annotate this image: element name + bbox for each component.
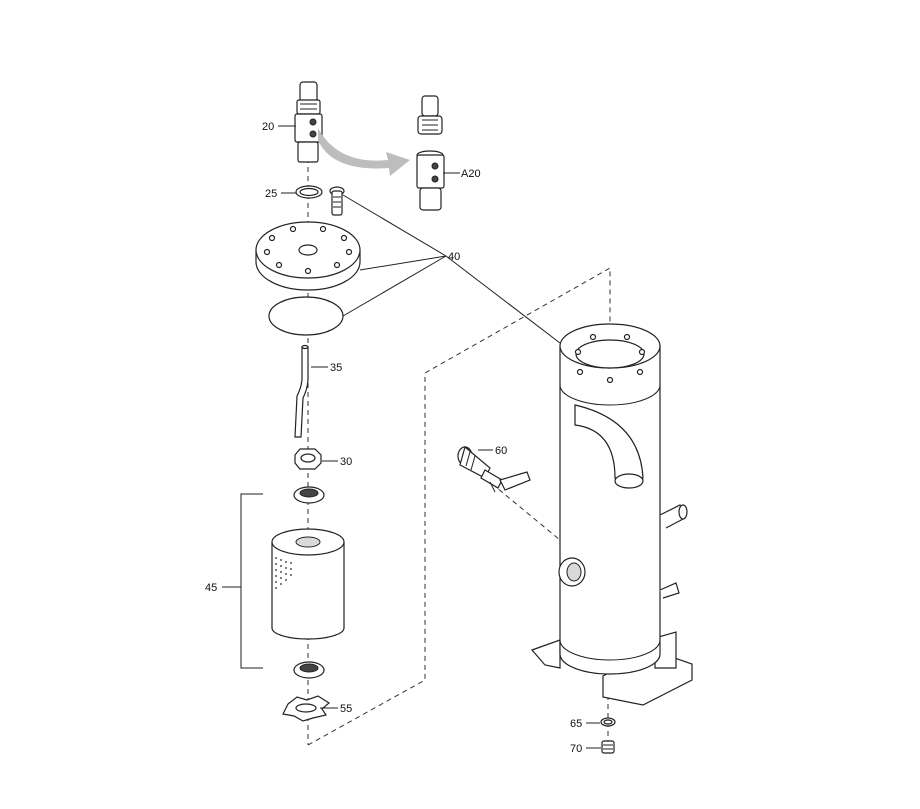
bolt-part [329, 186, 345, 216]
vessel-body [530, 323, 693, 706]
drain-plug-part-70 [601, 740, 615, 754]
callout-55: 55 [340, 703, 352, 715]
filter-cartridge-part-45 [271, 528, 345, 640]
transition-arrow [318, 128, 410, 176]
clip-part-55 [282, 695, 331, 722]
grommet-lower [293, 661, 325, 679]
cover-plate [255, 221, 361, 291]
callout-a20: A20 [461, 168, 481, 180]
callout-70: 70 [570, 743, 582, 755]
valve-part-a20 [416, 95, 445, 211]
callout-65: 65 [570, 718, 582, 730]
callout-45: 45 [205, 582, 217, 594]
callout-35: 35 [330, 362, 342, 374]
valve-part-20 [294, 81, 323, 163]
oring-part-25 [295, 185, 323, 199]
bracket-part-45 [240, 493, 263, 669]
hex-nut-part-30 [294, 448, 322, 470]
callout-40: 40 [448, 251, 460, 263]
leader-lines [222, 125, 601, 749]
callout-60: 60 [495, 445, 507, 457]
washer-part-65 [600, 717, 616, 727]
callout-labels: 20 A20 25 40 35 30 45 55 60 65 70 [205, 121, 582, 755]
sensor-probe-part-60 [457, 445, 531, 493]
gasket-ring [268, 296, 344, 336]
callout-25: 25 [265, 188, 277, 200]
callout-20: 20 [262, 121, 274, 133]
callout-30: 30 [340, 456, 352, 468]
dip-tube-part-35 [294, 346, 309, 438]
grommet-upper [293, 486, 325, 504]
